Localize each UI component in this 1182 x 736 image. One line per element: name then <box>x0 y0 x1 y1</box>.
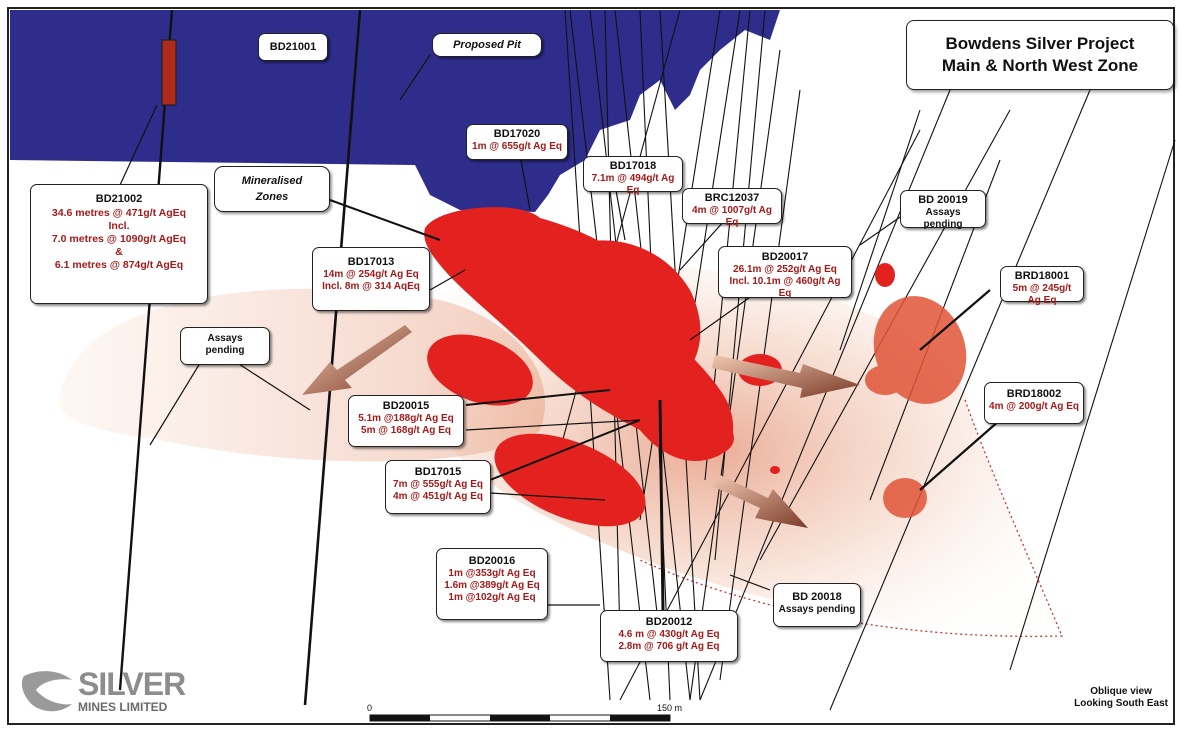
hole-label-brc12037: BRC12037 4m @ 1007g/t Ag Eq <box>682 188 782 228</box>
view-note-line-1: Oblique view <box>1090 686 1152 697</box>
proposed-pit-label: Proposed Pit <box>432 33 542 57</box>
hole-id: BD17020 <box>493 128 541 140</box>
scale-start-label: 0 <box>367 703 373 713</box>
mineralised-line-1: Mineralised <box>241 175 303 187</box>
hole-label-bd20012: BD20012 4.6 m @ 430g/t Ag Eq 2.8m @ 706 … <box>600 610 738 662</box>
title-line-2: Main & North West Zone <box>941 56 1139 75</box>
hole-id: BD17015 <box>414 466 462 478</box>
assays-line-2: pending <box>205 345 245 356</box>
hole-label-bd20018: BD 20018 Assays pending <box>773 583 861 627</box>
intercept-line: 1m @102g/t Ag Eq <box>448 592 536 603</box>
assays-line-1: Assays <box>207 333 243 344</box>
intercept-line: 4m @ 451g/t Ag Eq <box>393 491 483 502</box>
assay-status: Assays pending <box>778 604 856 615</box>
halo-outline <box>639 399 1063 637</box>
intercept-line: 5m @ 168g/t Ag Eq <box>361 425 451 436</box>
intercept-line: 7m @ 555g/t Ag Eq <box>393 479 483 490</box>
hole-id: BRD18001 <box>1014 270 1070 282</box>
hole-label-bd17020: BD17020 1m @ 655g/t Ag Eq <box>466 124 568 160</box>
intercept-line: 1.6m @389g/t Ag Eq <box>444 580 540 591</box>
scale-bar-seg-1 <box>370 715 430 721</box>
logo-swoosh-icon <box>21 671 72 712</box>
intercept-line: 14m @ 254g/t Ag Eq <box>323 269 419 280</box>
logo-subtitle: MINES LIMITED <box>78 700 168 714</box>
intercept-line: 4.6 m @ 430g/t Ag Eq <box>618 629 720 640</box>
intercept-line: Incl. <box>108 220 130 232</box>
ore-lens-3 <box>646 403 734 457</box>
hole-label-brd18001: BRD18001 5m @ 245g/t Ag Eq <box>1000 266 1084 306</box>
intercept-line: 2.8m @ 706 g/t Ag Eq <box>618 641 720 652</box>
hole-id: BD21001 <box>269 41 317 53</box>
diagram-title: Bowdens Silver Project Main & North West… <box>906 20 1174 90</box>
arrow-west <box>302 325 412 395</box>
hole-label-bd20019: BD 20019 Assays pending <box>900 190 986 230</box>
hole-id: BD20012 <box>645 616 693 628</box>
logo-wordmark: SILVER <box>78 666 186 702</box>
view-orientation-note: Oblique view Looking South East <box>1074 686 1168 710</box>
ore-lens-2 <box>494 433 646 527</box>
halo-lens-3 <box>883 478 927 518</box>
hole-label-bd17013: BD17013 14m @ 254g/t Ag Eq Incl. 8m @ 31… <box>312 247 430 311</box>
ore-lens-6 <box>770 466 780 474</box>
arrow-east-lower <box>712 475 808 528</box>
hole-id: BD20016 <box>468 555 516 567</box>
hole-id: BD17013 <box>347 256 395 268</box>
intercept-line: 7.0 metres @ 1090g/t AgEq <box>51 233 187 245</box>
proposed-pit-text: Proposed Pit <box>453 39 521 51</box>
hole-label-bd21002: BD21002 34.6 metres @ 471g/t AgEq Incl. … <box>30 184 208 304</box>
hole-label-bd20016: BD20016 1m @353g/t Ag Eq 1.6m @389g/t Ag… <box>436 548 548 620</box>
hole-id: BD 20019 <box>918 194 968 206</box>
hole-label-bd20015: BD20015 5.1m @188g/t Ag Eq 5m @ 168g/t A… <box>348 395 464 447</box>
hole-id: BD20015 <box>382 400 430 412</box>
scale-bar-seg-3 <box>610 715 670 721</box>
hole-label-bd20017: BD20017 26.1m @ 252g/t Ag Eq Incl. 10.1m… <box>718 246 852 299</box>
intercept-line: 26.1m @ 252g/t Ag Eq <box>733 264 837 275</box>
intercept-line: 34.6 metres @ 471g/t AgEq <box>51 207 187 219</box>
hole-id: BD21002 <box>95 193 143 205</box>
intercept-line: Incl. 8m @ 314 AqEq <box>322 281 420 292</box>
view-note-line-2: Looking South East <box>1074 698 1168 709</box>
ore-body-east <box>556 240 701 388</box>
intercept-line: 5m @ 245g/t Ag Eq <box>1012 283 1072 306</box>
assays-pending-label: Assays pending <box>180 327 270 365</box>
intercept-line: 4m @ 200g/t Ag Eq <box>989 401 1079 412</box>
assay-status: Assays pending <box>923 207 963 230</box>
leader-lines <box>119 54 1001 611</box>
company-logo: SILVER MINES LIMITED <box>20 668 220 718</box>
proposed-pit <box>10 10 780 212</box>
mineralised-line-2: Zones <box>255 191 289 203</box>
hole-id: BD17018 <box>609 160 657 172</box>
hole-label-bd21001: BD21001 <box>258 33 328 61</box>
title-line-1: Bowdens Silver Project <box>945 34 1135 53</box>
direction-arrows <box>302 325 860 528</box>
hole-label-bd17018: BD17018 7.1m @ 494g/t Ag Eq <box>583 156 683 196</box>
scale-end-label: 150 m <box>657 703 683 713</box>
hole-label-brd18002: BRD18002 4m @ 200g/t Ag Eq <box>984 382 1084 424</box>
arrow-east-upper <box>712 355 860 398</box>
intercept-line: 6.1 metres @ 874g/t AgEq <box>54 259 184 271</box>
hole-label-bd17015: BD17015 7m @ 555g/t Ag Eq 4m @ 451g/t Ag… <box>385 460 491 514</box>
scale-bar-seg-2 <box>490 715 550 721</box>
intercept-line: 1m @ 655g/t Ag Eq <box>472 141 562 152</box>
ore-lens-1 <box>427 334 533 406</box>
frame-border <box>7 7 1175 725</box>
intercept-line: & <box>115 246 123 258</box>
mineralised-zones-label: Mineralised Zones <box>214 166 330 212</box>
scale-bar <box>369 714 671 722</box>
intercept-line: 4m @ 1007g/t Ag Eq <box>692 205 772 228</box>
target-marker <box>161 39 177 106</box>
hole-id: BRD18002 <box>1006 388 1062 400</box>
hole-id: BD 20018 <box>792 591 842 603</box>
ore-lens-5 <box>875 263 895 287</box>
mineralised-zones <box>424 207 895 527</box>
halo-lens-2 <box>865 365 905 395</box>
intercept-line: 1m @353g/t Ag Eq <box>448 568 536 579</box>
intercept-line: 7.1m @ 494g/t Ag Eq <box>591 173 675 196</box>
hole-id: BD20017 <box>761 251 809 263</box>
intercept-line: 5.1m @188g/t Ag Eq <box>358 413 454 424</box>
hole-id: BRC12037 <box>704 192 760 204</box>
intercept-line: Incl. 10.1m @ 460g/t Ag Eq <box>729 276 841 299</box>
